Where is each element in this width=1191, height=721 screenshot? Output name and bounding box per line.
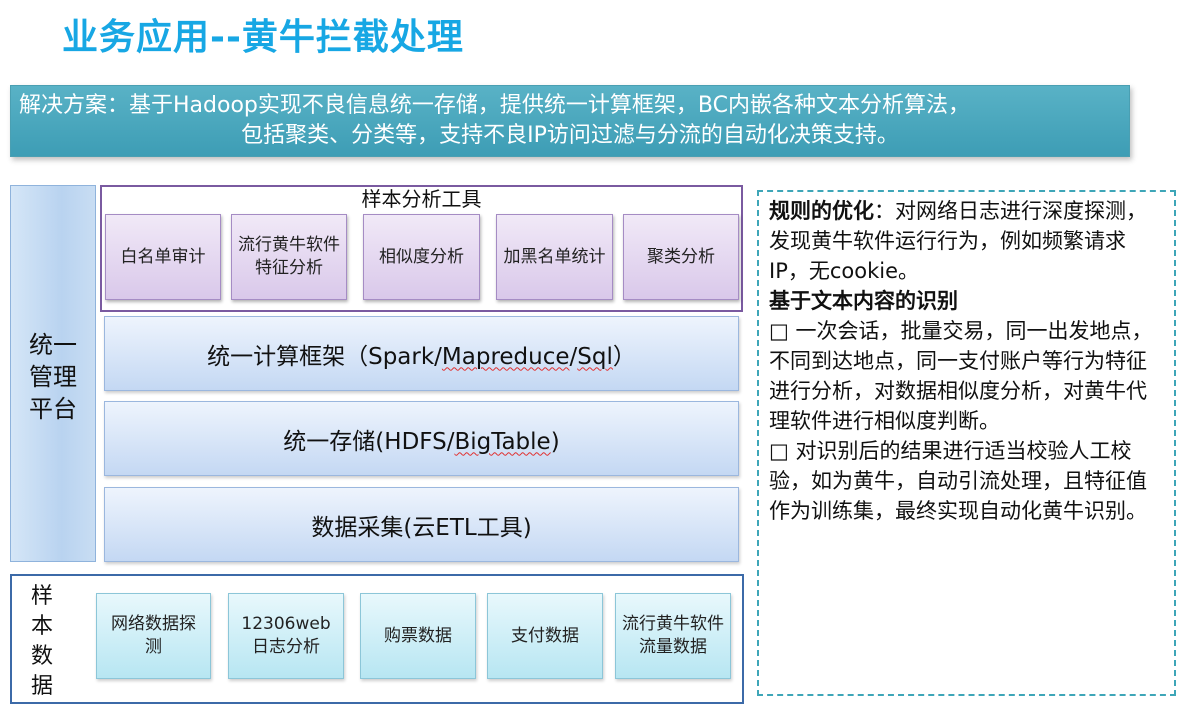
tool-clustering-analysis: 聚类分析 [623, 214, 739, 300]
banner-line-1: 解决方案：基于Hadoop实现不良信息统一存储，提供统一计算框架，BC内嵌各种文… [19, 93, 970, 118]
bullet-2-text: 对识别后的结果进行适当校验人工校验，如为黄牛，自动引流处理，且特征值作为训练集，… [769, 439, 1147, 523]
square-bullet-icon: □ [769, 439, 789, 463]
compute-layer-label: 统一计算框架（Spark/Mapreduce/Sql） [207, 343, 636, 370]
data-collection-layer: 数据采集(云ETL工具) [104, 487, 739, 562]
tool-label: 流行黄牛软件特征分析 [238, 235, 340, 278]
rule-optimization-paragraph: 规则的优化：对网络日志进行深度探测，发现黄牛软件运行行为，例如频繁请求IP，无c… [769, 196, 1164, 286]
compute-framework-layer: 统一计算框架（Spark/Mapreduce/Sql） [104, 316, 739, 391]
sample-label: 支付数据 [511, 625, 579, 646]
solution-banner: 解决方案：基于Hadoop实现不良信息统一存储，提供统一计算框架，BC内嵌各种文… [10, 85, 1130, 157]
analysis-tools-title: 样本分析工具 [361, 187, 482, 211]
sample-software-traffic: 流行黄牛软件流量数据 [615, 593, 731, 679]
tool-similarity-analysis: 相似度分析 [363, 214, 480, 300]
storage-layer: 统一存储(HDFS/BigTable) [104, 401, 739, 476]
sample-label: 购票数据 [384, 625, 452, 646]
sample-ticket-data: 购票数据 [360, 593, 476, 679]
bullet-2: □ 对识别后的结果进行适当校验人工校验，如为黄牛，自动引流处理，且特征值作为训练… [769, 436, 1164, 526]
text-identification-heading: 基于文本内容的识别 [769, 289, 958, 313]
tool-scalper-software-feature: 流行黄牛软件特征分析 [231, 214, 347, 300]
sample-data-label: 样 本 数 据 [30, 584, 53, 699]
page-title: 业务应用--黄牛拦截处理 [62, 17, 464, 58]
tool-blacklist-statistics: 加黑名单统计 [496, 214, 613, 300]
sample-network-probe: 网络数据探测 [96, 593, 211, 679]
storage-layer-label: 统一存储(HDFS/BigTable) [283, 428, 560, 455]
tool-label: 聚类分析 [647, 246, 715, 267]
rule-optimization-text: ：对网络日志进行深度探测，发现黄牛软件运行行为，例如频繁请求IP，无cookie… [769, 199, 1147, 283]
banner-line-2: 包括聚类、分类等，支持不良IP访问过滤与分流的自动化决策支持。 [241, 123, 899, 148]
bullet-1-text: 一次会话，批量交易，同一出发地点，不同到达地点，同一支付账户等行为特征进行分析，… [769, 319, 1153, 433]
identification-panel: 规则的优化：对网络日志进行深度探测，发现黄牛软件运行行为，例如频繁请求IP，无c… [757, 190, 1176, 696]
tool-label: 相似度分析 [379, 246, 464, 267]
sample-label: 流行黄牛软件流量数据 [622, 614, 724, 657]
management-platform-box: 统一 管理 平台 [10, 185, 96, 562]
collection-layer-label: 数据采集(云ETL工具) [311, 514, 532, 541]
bullet-1: □ 一次会话，批量交易，同一出发地点，不同到达地点，同一支付账户等行为特征进行分… [769, 316, 1164, 436]
sample-data-frame [10, 574, 744, 704]
sample-label: 12306web日志分析 [241, 614, 331, 657]
rule-optimization-heading: 规则的优化 [769, 199, 874, 223]
sample-payment-data: 支付数据 [487, 593, 603, 679]
analysis-tools-frame [100, 185, 743, 312]
tool-label: 加黑名单统计 [503, 246, 606, 267]
square-bullet-icon: □ [769, 319, 789, 343]
sample-label: 网络数据探测 [111, 614, 196, 657]
tool-whitelist-audit: 白名单审计 [105, 214, 221, 300]
management-platform-label: 统一 管理 平台 [29, 331, 77, 423]
sample-web-log: 12306web日志分析 [228, 593, 344, 679]
tool-label: 白名单审计 [120, 246, 206, 267]
